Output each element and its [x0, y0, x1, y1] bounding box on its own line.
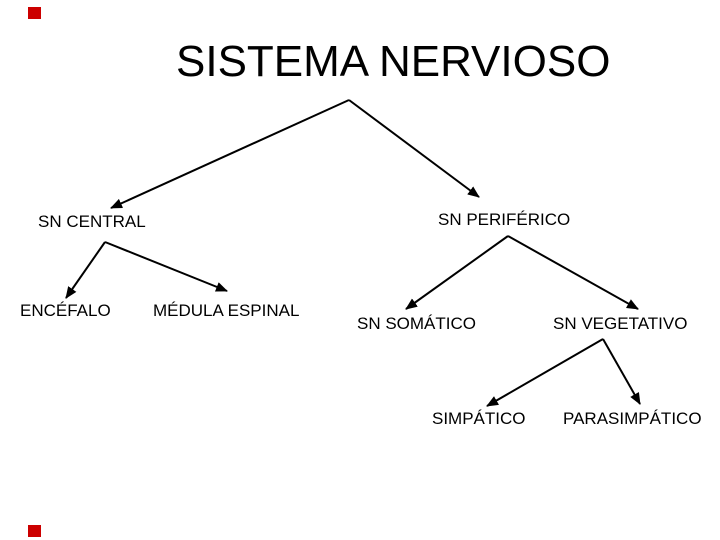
edge-sn-periferico-to-sn-vegetativo	[507, 235, 639, 310]
slide-title: SISTEMA NERVIOSO	[176, 37, 611, 86]
node-parasimpatico: PARASIMPÁTICO	[563, 409, 702, 428]
node-sn-somatico: SN SOMÁTICO	[357, 314, 477, 333]
node-medula-espinal: MÉDULA ESPINAL	[153, 301, 300, 320]
edge-sn-vegetativo-to-parasimpatico	[602, 338, 641, 405]
edge-title-to-sn-periferico	[348, 99, 480, 198]
edge-sn-vegetativo-to-simpatico	[486, 338, 604, 407]
node-simpatico: SIMPÁTICO	[432, 409, 526, 428]
edge-title-to-sn-central	[110, 99, 350, 209]
node-sn-central: SN CENTRAL	[38, 212, 146, 231]
edge-sn-periferico-to-sn-somatico	[405, 235, 509, 310]
corner-marker-bottom-left-icon	[28, 525, 41, 537]
node-sn-vegetativo: SN VEGETATIVO	[553, 314, 688, 333]
edge-sn-central-to-encefalo	[65, 241, 106, 299]
node-encefalo: ENCÉFALO	[20, 301, 111, 320]
edge-sn-central-to-medula-espinal	[104, 241, 228, 292]
corner-marker-top-left-icon	[28, 7, 41, 19]
node-sn-periferico: SN PERIFÉRICO	[438, 210, 571, 229]
